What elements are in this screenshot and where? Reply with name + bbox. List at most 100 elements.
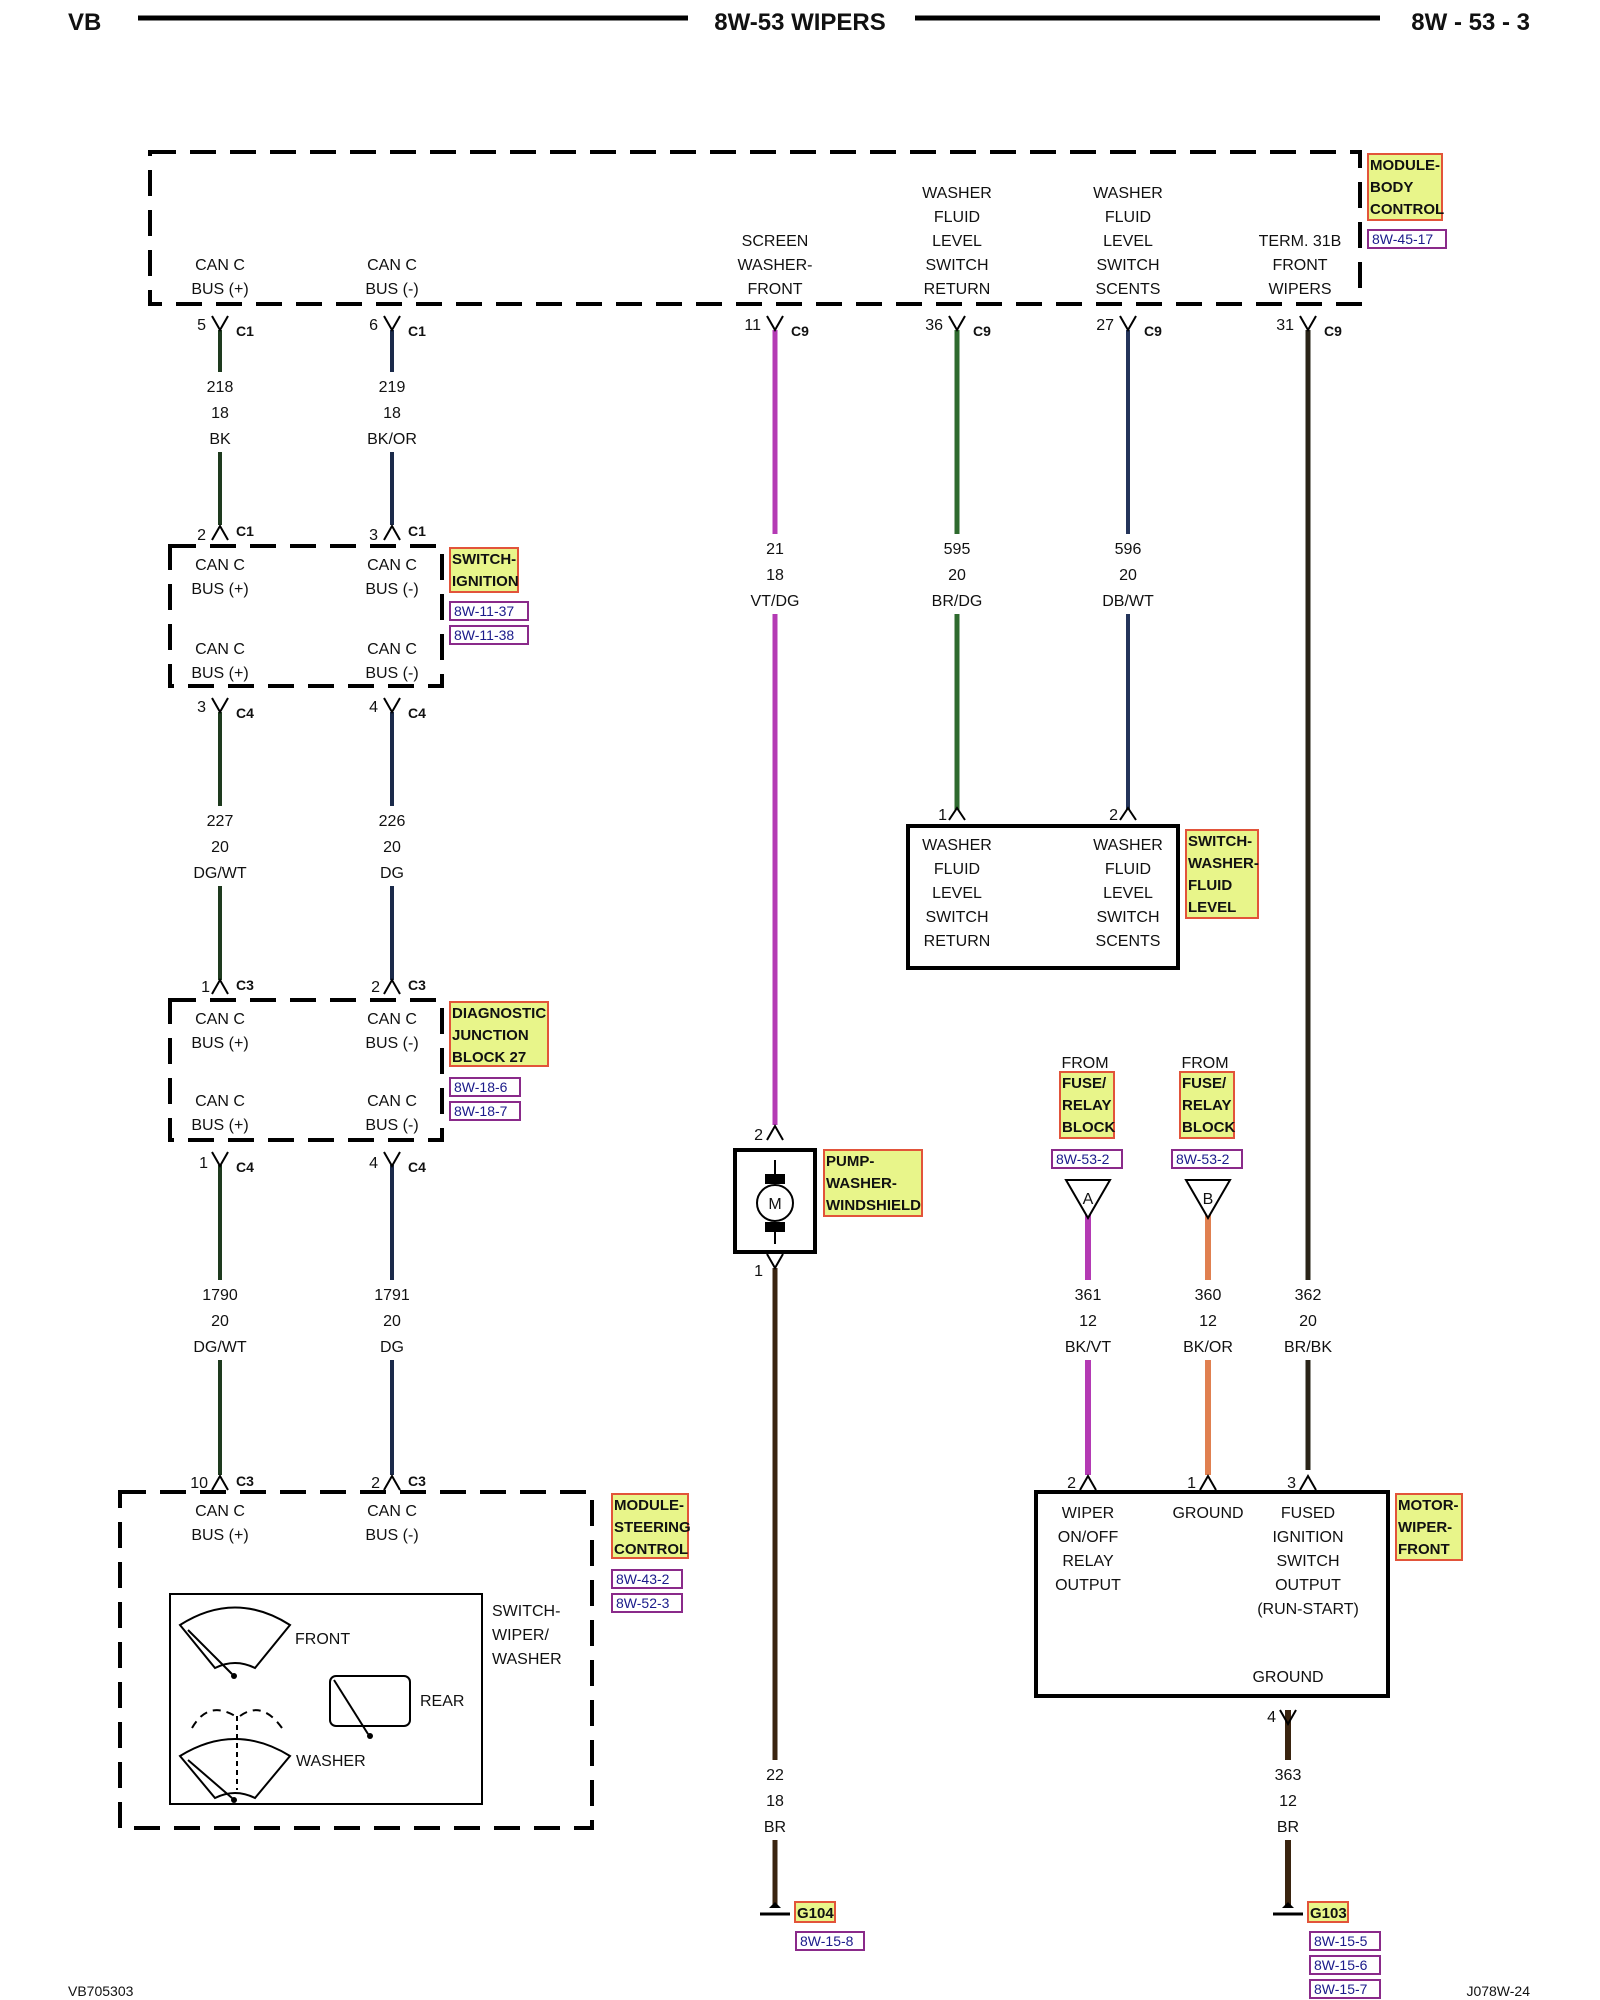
svg-text:11: 11 xyxy=(744,317,761,334)
svg-text:C3: C3 xyxy=(236,977,254,993)
svg-text:FRONT: FRONT xyxy=(1272,257,1327,274)
fuse-a-offpage-triangle: A xyxy=(1064,1179,1112,1220)
bcm-pin-washer-return: WASHER FLUID LEVEL SWITCH RETURN xyxy=(922,185,992,298)
svg-text:CAN C: CAN C xyxy=(195,557,245,574)
svg-text:SWITCH: SWITCH xyxy=(1276,1553,1339,1570)
bcm-ref-link[interactable]: 8W-45-17 xyxy=(1367,229,1447,249)
connector-bcm-5: 5 C1 xyxy=(197,315,254,339)
svg-text:BR/DG: BR/DG xyxy=(932,593,983,610)
motor-pin-relay-output: WIPER ON/OFF RELAY OUTPUT xyxy=(1055,1505,1121,1594)
svg-text:FLUID: FLUID xyxy=(934,209,980,226)
svg-text:BR: BR xyxy=(764,1819,786,1836)
svg-text:BUS (-): BUS (-) xyxy=(365,281,418,298)
svg-text:27: 27 xyxy=(1096,317,1114,334)
svg-text:SCENTS: SCENTS xyxy=(1096,933,1161,950)
svg-text:8W-15-5: 8W-15-5 xyxy=(1314,1933,1368,1949)
motor-pin-fused-ignition: FUSED IGNITION SWITCH OUTPUT (RUN-START) xyxy=(1257,1505,1359,1618)
svg-text:8W-15-7: 8W-15-7 xyxy=(1314,1981,1368,1997)
svg-text:FRONT: FRONT xyxy=(295,1631,350,1648)
svg-text:WIPERS: WIPERS xyxy=(1268,281,1331,298)
svg-text:CONTROL: CONTROL xyxy=(1370,201,1444,218)
motor-pin-ground: GROUND xyxy=(1172,1505,1243,1522)
ground-g104: G104 8W-15-8 xyxy=(760,1901,865,1951)
svg-text:BR/BK: BR/BK xyxy=(1284,1339,1332,1356)
connector-ign-c4-4: 4 C4 xyxy=(369,697,426,721)
svg-text:12: 12 xyxy=(1079,1313,1097,1330)
scm-ref-link-2[interactable]: 8W-52-3 xyxy=(611,1593,683,1613)
djb-ref-link-1[interactable]: 8W-18-6 xyxy=(449,1077,521,1097)
ignition-ref-link-2[interactable]: 8W-11-38 xyxy=(449,625,529,645)
page-title: 8W-53 WIPERS xyxy=(714,9,886,36)
djb-ref-link-2[interactable]: 8W-18-7 xyxy=(449,1101,521,1121)
fuse-b-ref-link[interactable]: 8W-53-2 xyxy=(1171,1149,1243,1169)
wire-label-226: 226 20 DG xyxy=(367,806,417,886)
svg-text:596: 596 xyxy=(1115,541,1142,558)
connector-wfl-2: 2 xyxy=(1109,806,1137,824)
svg-text:LEVEL: LEVEL xyxy=(1103,885,1153,902)
washer-pump: M PUMP- WASHER- WINDSHIELD xyxy=(733,1148,923,1254)
wire-label-219: 219 18 BK/OR xyxy=(362,372,422,452)
svg-text:FLUID: FLUID xyxy=(1188,877,1232,894)
svg-text:4: 4 xyxy=(1267,1709,1276,1726)
rear-wiper-icon xyxy=(329,1675,411,1739)
g103-ref-link-1[interactable]: 8W-15-5 xyxy=(1309,1931,1381,1951)
svg-text:MODULE-: MODULE- xyxy=(614,1497,684,1514)
svg-text:363: 363 xyxy=(1275,1767,1302,1784)
svg-text:SCREEN: SCREEN xyxy=(742,233,809,250)
fuse-b-offpage-triangle: B xyxy=(1184,1179,1232,1220)
wire-label-1790: 1790 20 DG/WT xyxy=(188,1280,252,1360)
svg-text:BUS (-): BUS (-) xyxy=(365,1117,418,1134)
svg-text:BUS (-): BUS (-) xyxy=(365,1035,418,1052)
svg-text:CAN C: CAN C xyxy=(367,641,417,658)
scm-ref-link-1[interactable]: 8W-43-2 xyxy=(611,1569,683,1589)
svg-text:GROUND: GROUND xyxy=(1172,1505,1243,1522)
svg-text:BUS (+): BUS (+) xyxy=(191,1527,248,1544)
svg-text:FRONT: FRONT xyxy=(747,281,802,298)
svg-text:CAN C: CAN C xyxy=(367,1093,417,1110)
g104-ref-link[interactable]: 8W-15-8 xyxy=(795,1931,865,1951)
svg-text:C4: C4 xyxy=(236,705,254,721)
connector-bcm-6: 6 C1 xyxy=(369,315,426,339)
connector-djb-c4-1: 1 C4 xyxy=(199,1151,254,1175)
svg-text:WASHER: WASHER xyxy=(492,1651,562,1668)
ground-icon xyxy=(760,1902,790,1916)
svg-text:8W-43-2: 8W-43-2 xyxy=(616,1571,670,1587)
g103-ref-link-3[interactable]: 8W-15-7 xyxy=(1309,1979,1381,1999)
svg-text:C4: C4 xyxy=(408,1159,426,1175)
svg-text:8W-53-2: 8W-53-2 xyxy=(1176,1151,1230,1167)
wire-label-21: 21 18 VT/DG xyxy=(742,534,808,614)
svg-text:CAN C: CAN C xyxy=(195,1011,245,1028)
svg-text:RELAY: RELAY xyxy=(1062,1553,1114,1570)
svg-text:8W-15-8: 8W-15-8 xyxy=(800,1933,854,1949)
svg-text:MODULE-: MODULE- xyxy=(1370,157,1440,174)
svg-text:8W-18-7: 8W-18-7 xyxy=(454,1103,508,1119)
footer-code: J078W-24 xyxy=(1466,1983,1530,1999)
bcm-pin-can-c-bus-plus: CAN C BUS (+) xyxy=(191,257,248,298)
ignition-ref-link-1[interactable]: 8W-11-37 xyxy=(449,601,529,621)
connector-pump-1: 1 xyxy=(754,1253,784,1280)
svg-text:BUS (+): BUS (+) xyxy=(191,1035,248,1052)
svg-text:DG/WT: DG/WT xyxy=(193,1339,247,1356)
ignition-switch: CAN C BUS (+) CAN C BUS (-) CAN C BUS (+… xyxy=(168,544,529,688)
svg-text:WASHER: WASHER xyxy=(296,1753,366,1770)
svg-text:1: 1 xyxy=(938,807,947,824)
svg-text:5: 5 xyxy=(197,317,206,334)
wire-label-362: 362 20 BR/BK xyxy=(1276,1280,1340,1360)
fuse-a-ref-link[interactable]: 8W-53-2 xyxy=(1051,1149,1123,1169)
svg-text:12: 12 xyxy=(1199,1313,1217,1330)
connector-djb-1: 1 C3 xyxy=(201,977,254,996)
bcm-pin-washer-scents: WASHER FLUID LEVEL SWITCH SCENTS xyxy=(1093,185,1163,298)
svg-text:4: 4 xyxy=(369,1155,378,1172)
svg-text:WASHER-: WASHER- xyxy=(826,1175,897,1192)
svg-text:B: B xyxy=(1203,1191,1214,1208)
washer-fluid-level-switch: WASHER FLUID LEVEL SWITCH RETURN WASHER … xyxy=(906,824,1259,970)
g103-ref-link-2[interactable]: 8W-15-6 xyxy=(1309,1955,1381,1975)
svg-text:C9: C9 xyxy=(791,323,809,339)
svg-text:227: 227 xyxy=(207,813,234,830)
svg-text:SWITCH: SWITCH xyxy=(1096,257,1159,274)
djb-label: DIAGNOSTIC JUNCTION BLOCK 27 xyxy=(449,1001,549,1067)
svg-text:20: 20 xyxy=(948,567,966,584)
svg-text:BUS (+): BUS (+) xyxy=(191,1117,248,1134)
connector-bcm-27: 27 C9 xyxy=(1096,315,1162,339)
